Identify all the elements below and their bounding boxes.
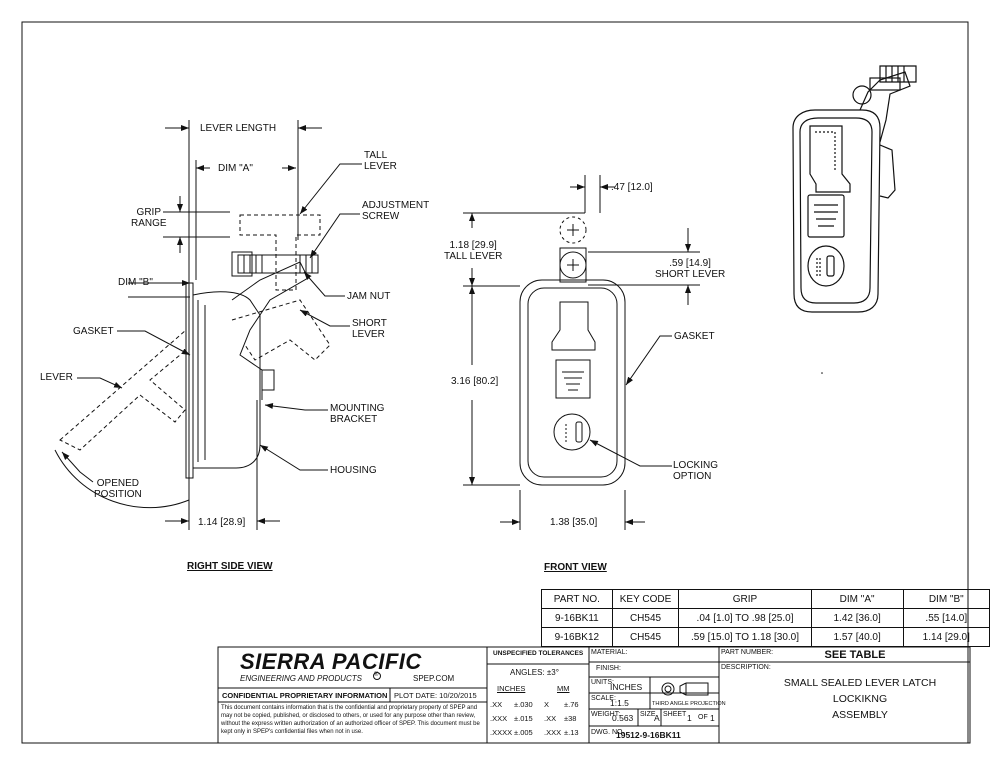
front-width-dim: 1.38 [35.0]: [550, 517, 598, 528]
side-view-drawing: [54, 120, 362, 530]
company-name: SIERRA PACIFIC: [240, 649, 422, 674]
sheet-total: 1: [710, 713, 715, 723]
cell: 1.57 [40.0]: [810, 627, 904, 647]
mounting-bracket-label: MOUNTING BRACKET: [330, 403, 385, 425]
inches-header: INCHES: [497, 684, 526, 693]
part-number-label: PART NUMBER:: [721, 649, 774, 656]
plot-date: PLOT DATE: 10/20/2015: [394, 691, 477, 700]
header-grip: GRIP: [678, 589, 812, 609]
units-value: INCHES: [610, 682, 643, 692]
size-label: SIZE: [640, 711, 656, 718]
tolerance-row: .XXXX±.005.XXX±.13: [490, 728, 579, 737]
cell: .59 [15.0] TO 1.18 [30.0]: [678, 627, 812, 647]
gasket-front-label: GASKET: [674, 331, 715, 342]
cell: .04 [1.0] TO .98 [25.0]: [678, 608, 812, 628]
company-sub: ENGINEERING AND PRODUCTS: [240, 674, 362, 683]
lever-label: LEVER: [40, 372, 73, 383]
cell: 1.14 [29.0]: [902, 627, 990, 647]
title-block-grid: [217, 646, 971, 744]
gasket-side-label: GASKET: [73, 326, 114, 337]
cell: CH545: [611, 608, 680, 628]
header-key-code: KEY CODE: [611, 589, 680, 609]
description-label: DESCRIPTION:: [721, 664, 771, 671]
description: SMALL SEALED LEVER LATCH LOCKIKNG ASSEMB…: [760, 675, 960, 723]
sheet-label: SHEET: [663, 711, 687, 718]
part-number-value: SEE TABLE: [824, 649, 886, 661]
projection-label: THIRD ANGLE PROJECTION: [652, 701, 726, 707]
parts-table-header: PART NO. KEY CODE GRIP DIM "A" DIM "B": [541, 589, 990, 609]
header-part-no: PART NO.: [541, 589, 613, 609]
cell: .55 [14.0]: [902, 608, 990, 628]
dwg-value: 19512-9-16BK11: [616, 730, 681, 740]
locking-option-label: LOCKING OPTION: [673, 460, 719, 482]
tall-lever-dim: 1.18 [29.9] TALL LEVER: [444, 240, 503, 262]
description-line: ASSEMBLY: [832, 709, 888, 721]
table-row: 9-16BK12 CH545 .59 [15.0] TO 1.18 [30.0]…: [541, 627, 990, 647]
side-view-title: RIGHT SIDE VIEW: [187, 561, 273, 572]
mm-header: MM: [557, 684, 570, 693]
dim-b-label: DIM "B": [118, 277, 153, 288]
cell: CH545: [611, 627, 680, 647]
description-line: LOCKIKNG: [832, 693, 888, 705]
short-lever-dim: .59 [14.9] SHORT LEVER: [655, 258, 726, 280]
finish-label: FINISH:: [596, 665, 621, 672]
cell: 9-16BK11: [541, 608, 613, 628]
parts-table: PART NO. KEY CODE GRIP DIM "A" DIM "B" 9…: [541, 589, 990, 647]
header-dim-a: DIM "A": [810, 589, 904, 609]
table-row: 9-16BK11 CH545 .04 [1.0] TO .98 [25.0] 1…: [541, 608, 990, 628]
weight-value: 0.563: [612, 713, 634, 723]
cell: 9-16BK12: [541, 627, 613, 647]
isometric-view-drawing: [792, 65, 917, 313]
registered-mark: ®: [374, 672, 379, 678]
dwg-label: DWG. NO.: [591, 729, 625, 736]
tall-lever-label: TALL LEVER: [364, 150, 397, 172]
height-dim: 3.16 [80.2]: [451, 376, 499, 387]
of-label: OF: [698, 714, 708, 721]
scale-value: 1:1.5: [610, 698, 629, 708]
grip-range-label: GRIP RANGE: [131, 207, 167, 229]
adjustment-screw-label: ADJUSTMENT SCREW: [362, 200, 430, 222]
website: SPEP.COM: [413, 674, 455, 683]
short-lever-label: SHORT LEVER: [352, 318, 387, 340]
confidential-header: CONFIDENTIAL PROPRIETARY INFORMATION: [222, 691, 388, 700]
description-line: SMALL SEALED LEVER LATCH: [783, 677, 937, 689]
tolerances-header: UNSPECIFIED TOLERANCES: [493, 650, 584, 657]
units-label: UNITS:: [591, 679, 614, 686]
opened-position-label: OPENED POSITION: [94, 478, 142, 500]
angles-tolerance: ANGLES: ±3°: [510, 668, 559, 677]
confidential-text: This document contains information that …: [221, 705, 480, 735]
weight-label: WEIGHT:: [591, 711, 621, 718]
dim-a-label: DIM "A": [218, 163, 253, 174]
material-label: MATERIAL:: [591, 649, 628, 656]
lever-length-label: LEVER LENGTH: [200, 123, 277, 134]
offset-dim: .47 [12.0]: [611, 182, 653, 193]
front-view-drawing: [463, 175, 700, 530]
size-value: A: [654, 713, 660, 723]
side-width-dim: 1.14 [28.9]: [198, 517, 246, 528]
header-dim-b: DIM "B": [902, 589, 990, 609]
scale-label: SCALE:: [591, 695, 616, 702]
tolerance-row: .XXX±.015.XX±38: [490, 714, 577, 723]
front-view-title: FRONT VIEW: [544, 562, 607, 573]
cell: 1.42 [36.0]: [810, 608, 904, 628]
housing-label: HOUSING: [330, 465, 377, 476]
jam-nut-label: JAM NUT: [347, 291, 391, 302]
sheet-value: 1: [687, 713, 692, 723]
